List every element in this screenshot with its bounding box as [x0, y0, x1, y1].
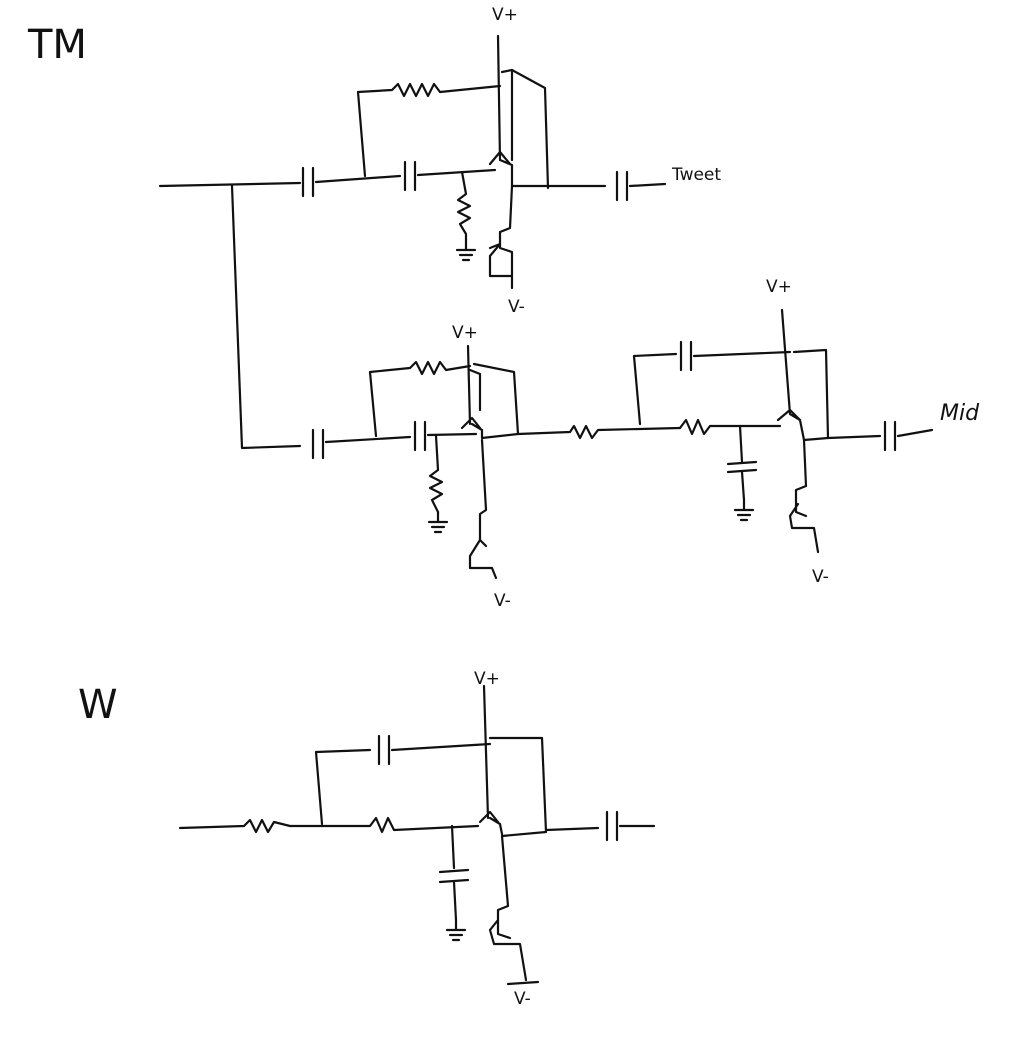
- tweeter-input-capacitor-1: [301, 166, 315, 198]
- mid-feedback-capacitor: [679, 340, 693, 372]
- mid-input-capacitor-2: [413, 420, 427, 452]
- woofer-output-capacitor: [605, 810, 619, 842]
- tweet-output-label: Tweet: [671, 165, 721, 185]
- tweeter-transistor-upper: [488, 34, 550, 190]
- tweeter-bias-resistor: [456, 170, 472, 242]
- input-wire: [158, 181, 302, 188]
- section-label-w: W: [78, 682, 118, 728]
- tweeter-vminus-label: V-: [508, 297, 525, 317]
- tweeter-transistor-lower: [488, 184, 514, 290]
- ground-icon: [427, 510, 449, 534]
- woofer-vplus-label: V+: [474, 669, 500, 689]
- mid-output-capacitor: [883, 420, 897, 452]
- tweeter-stage: V+ V- Tweet: [158, 5, 721, 317]
- mid-branch-wire: [230, 184, 302, 450]
- ground-icon: [733, 498, 755, 522]
- tweeter-output-capacitor: [615, 170, 629, 202]
- tweeter-input-capacitor-2: [403, 160, 417, 192]
- mid-vminus-label-2: V-: [812, 567, 829, 587]
- tweeter-vplus-label: V+: [492, 5, 518, 25]
- ground-icon: [455, 238, 477, 262]
- woofer-feedback-capacitor: [377, 734, 391, 766]
- mid-input-capacitor-1: [311, 428, 325, 460]
- section-label-tm: TM: [27, 22, 87, 68]
- woofer-vminus-label: V-: [514, 989, 531, 1009]
- mid-stage: V+ V- V+ V- Mid: [311, 277, 980, 611]
- mid-vplus-label: V+: [452, 323, 478, 343]
- woofer-stage: V+ V-: [178, 669, 656, 1009]
- tweeter-feedback-wire: [356, 82, 502, 178]
- mid-vminus-label: V-: [494, 591, 511, 611]
- mid-output-label: Mid: [940, 401, 980, 426]
- mid-vplus-label-2: V+: [766, 277, 792, 297]
- ground-icon: [445, 918, 467, 942]
